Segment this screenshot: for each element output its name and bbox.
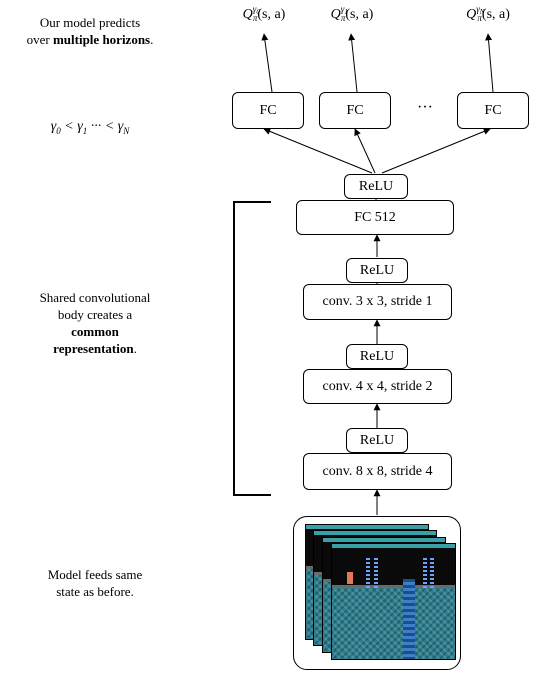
heads-ellipsis: ···: [417, 99, 433, 116]
arrow-relu-to-fc2: [354, 128, 376, 174]
relu-3: ReLU: [346, 258, 408, 283]
annotation-gamma-order: γ0 < γ1 ··· < γN: [50, 119, 130, 136]
fc-head-2: FC: [319, 92, 391, 129]
relu-1: ReLU: [346, 428, 408, 453]
q-value-gamma1: Qγ1π(s, a): [330, 4, 374, 23]
fc-head-1: FC: [232, 92, 304, 129]
fc-head-n: FC: [457, 92, 529, 129]
ladder-sprite: [403, 578, 416, 659]
game-frame-4: [331, 543, 456, 660]
annotation-shared-body: Shared convolutional body creates a comm…: [39, 290, 151, 356]
conv1-layer: conv. 8 x 8, stride 4: [303, 453, 452, 490]
annotation-model-feeds: Model feeds same state as before.: [47, 567, 143, 599]
relu-2: ReLU: [346, 344, 408, 369]
conv2-layer: conv. 4 x 4, stride 2: [303, 369, 452, 404]
relu-top: ReLU: [344, 174, 408, 199]
conv3-layer: conv. 3 x 3, stride 1: [303, 284, 452, 320]
arrow-relu-to-fc3: [381, 128, 491, 174]
shared-body-bracket: [233, 201, 271, 496]
q-value-gammaN: QγNπ(s, a): [466, 4, 510, 23]
arrow-relu-to-fc1: [263, 128, 373, 174]
fc512-layer: FC 512: [296, 200, 454, 235]
arrow-fc1-to-q0: [261, 33, 273, 93]
arrow-fc3-to-qN: [485, 33, 494, 93]
arrow-fc2-to-q1: [348, 33, 358, 93]
annotation-multiple-horizons: Our model predicts over multiple horizon…: [26, 15, 154, 47]
q-value-gamma0: Qγ0π(s, a): [242, 4, 286, 23]
player-sprite: [346, 571, 353, 584]
